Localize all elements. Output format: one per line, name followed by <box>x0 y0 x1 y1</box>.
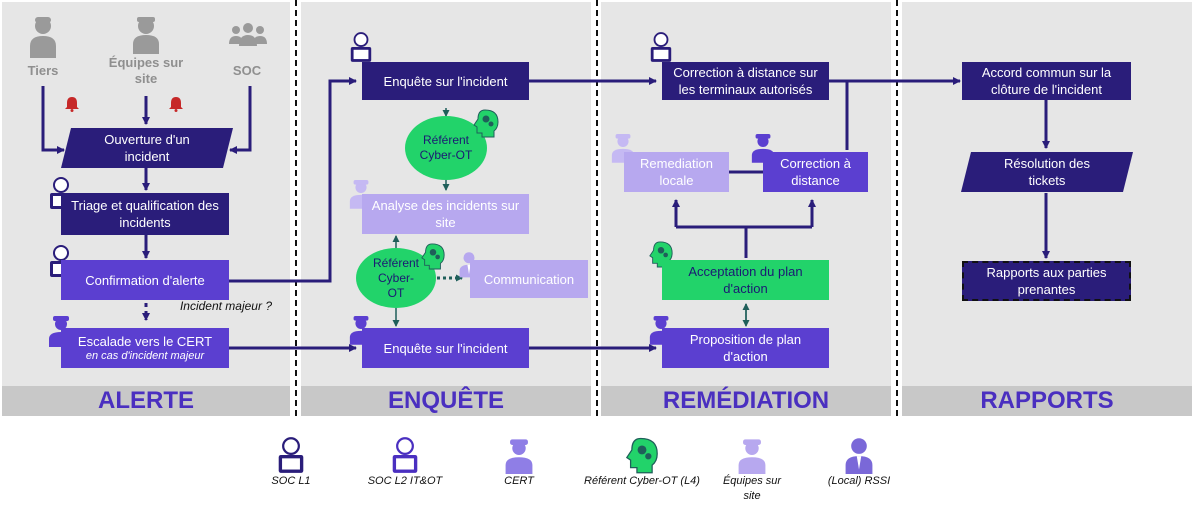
alarm-bell-icon <box>169 97 183 112</box>
source-tiers: Tiers <box>27 63 59 78</box>
phase-alerte-title: ALERTE <box>2 386 290 416</box>
soc-l2-icon <box>392 437 418 473</box>
equipes-icon <box>738 439 766 474</box>
legend-referent: Référent Cyber-OT (L4) <box>573 436 711 489</box>
incident-majeur-question: Incident majeur ? <box>179 299 272 313</box>
correction-autorisee-box[interactable]: Correction à distance sur les terminaux … <box>662 62 829 100</box>
referent-icon <box>625 437 658 474</box>
source-equipes: Équipes sur site <box>108 55 184 86</box>
divider-2 <box>596 0 598 416</box>
rapports-parties-box[interactable]: Rapports aux parties prenantes <box>962 261 1131 301</box>
acceptation-plan-box[interactable]: Acceptation du plan d'action <box>662 260 829 300</box>
cert-icon <box>505 439 533 474</box>
legend-label: Équipes sur site <box>722 475 782 502</box>
proposition-plan-box[interactable]: Proposition de plan d'action <box>662 328 829 368</box>
phase-remediation-title: REMÉDIATION <box>601 386 891 416</box>
legend-rssi: (Local) RSSI <box>804 436 914 489</box>
legend-soc-l2: SOC L2 IT&OT <box>350 436 460 489</box>
legend-label: Référent Cyber-OT (L4) <box>584 475 700 487</box>
accord-cloture-box[interactable]: Accord commun sur la clôture de l'incide… <box>962 62 1131 100</box>
legend-equipes: Équipes sur site <box>697 436 807 504</box>
alarm-bell-icon <box>65 97 79 112</box>
divider-1 <box>295 0 297 416</box>
legend-label: SOC L1 <box>271 475 311 487</box>
escalade-sublabel: en cas d'incident majeur <box>85 350 205 362</box>
soc-l1-icon <box>278 437 304 473</box>
ouverture-label: Ouverture d'un incident <box>104 132 190 164</box>
correction-distance-box[interactable]: Correction à distance <box>763 152 868 192</box>
phase-rapports-title: RAPPORTS <box>902 386 1192 416</box>
divider-3 <box>896 0 898 416</box>
escalade-cert-box[interactable]: Escalade vers le CERT en cas d'incident … <box>61 328 229 368</box>
soc-l2-icon <box>650 32 672 62</box>
source-soc: SOC <box>232 63 262 78</box>
analyse-incidents-box[interactable]: Analyse des incidents sur site <box>362 194 529 234</box>
phase-enquete-title: ENQUÊTE <box>301 386 591 416</box>
referent-top-circle[interactable]: Référent Cyber-OT <box>405 116 487 180</box>
soc-l2-icon <box>350 32 372 62</box>
rssi-icon <box>845 438 873 474</box>
triage-box[interactable]: Triage et qualification des incidents <box>61 193 229 235</box>
resolution-label: Résolution des tickets <box>1004 156 1090 188</box>
confirmation-alerte-box[interactable]: Confirmation d'alerte <box>61 260 229 300</box>
ouverture-incident-box[interactable]: Ouverture d'un incident <box>61 128 233 168</box>
communication-box[interactable]: Communication <box>470 260 588 298</box>
soc-group-icon <box>229 23 267 46</box>
equipes-source-icon <box>133 17 159 54</box>
tiers-icon <box>30 17 56 58</box>
legend-label: (Local) RSSI <box>827 475 891 487</box>
referent-head-icon <box>421 243 445 270</box>
legend-cert: CERT <box>464 436 574 489</box>
legend-label: SOC L2 IT&OT <box>367 475 443 487</box>
referent-head-icon <box>473 109 499 138</box>
escalade-label: Escalade vers le CERT <box>77 334 213 349</box>
remediation-locale-box[interactable]: Remediation locale <box>624 152 729 192</box>
legend-label: CERT <box>504 475 534 487</box>
legend-soc-l1: SOC L1 <box>236 436 346 489</box>
resolution-tickets-box[interactable]: Résolution des tickets <box>961 152 1133 192</box>
enquete-bottom-box[interactable]: Enquête sur l'incident <box>362 328 529 368</box>
enquete-top-box[interactable]: Enquête sur l'incident <box>362 62 529 100</box>
